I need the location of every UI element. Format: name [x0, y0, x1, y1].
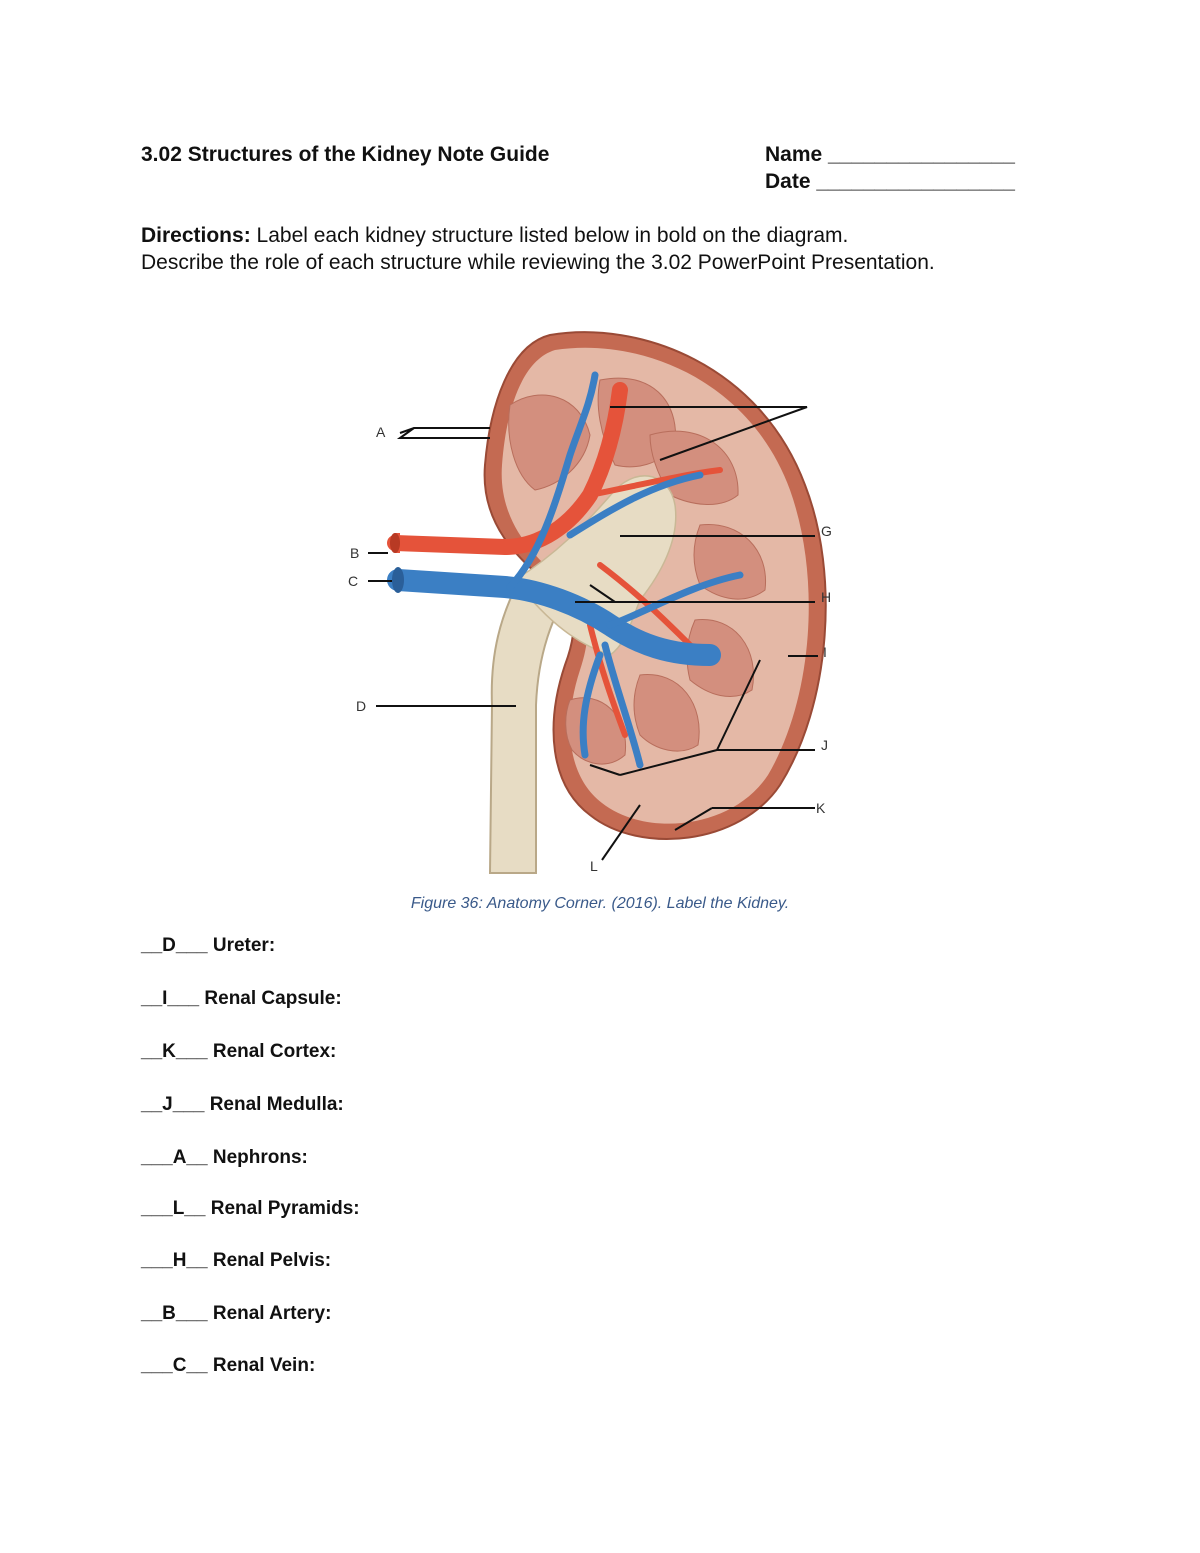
label-h: H — [821, 589, 831, 605]
term: Renal Medulla: — [209, 1094, 344, 1115]
term: Renal Artery: — [212, 1303, 332, 1324]
list-item: ___H__ Renal Pelvis: — [141, 1250, 331, 1272]
kidney-diagram: A B C D G H I J K L — [348, 331, 832, 874]
label-g: G — [821, 523, 832, 539]
answer-blank[interactable]: ___A__ — [141, 1147, 208, 1168]
label-k: K — [816, 800, 826, 816]
renal-pelvis — [513, 475, 677, 656]
directions-label: Directions: — [141, 224, 251, 247]
label-c: C — [348, 573, 358, 589]
renal-pyramids — [508, 377, 767, 765]
page-title: 3.02 Structures of the Kidney Note Guide — [141, 143, 550, 166]
list-item: __K___ Renal Cortex: — [141, 1041, 336, 1063]
term: Renal Pelvis: — [212, 1250, 332, 1271]
directions-line-1: Directions: Label each kidney structure … — [141, 224, 848, 248]
term: Renal Capsule: — [204, 988, 342, 1009]
list-item: ___C__ Renal Vein: — [141, 1355, 315, 1377]
answer-blank[interactable]: ___C__ — [141, 1355, 208, 1376]
answer-blank[interactable]: __B___ — [141, 1303, 208, 1324]
directions-text-1: Label each kidney structure listed below… — [256, 224, 849, 247]
list-item: __I___ Renal Capsule: — [141, 988, 342, 1010]
figure-caption: Figure 36: Anatomy Corner. (2016). Label… — [410, 895, 790, 912]
term: Renal Vein: — [212, 1355, 316, 1376]
list-item: ___L__ Renal Pyramids: — [141, 1198, 360, 1220]
answer-blank[interactable]: ___H__ — [141, 1250, 208, 1271]
answer-blank[interactable]: __K___ — [141, 1041, 208, 1062]
label-d: D — [356, 698, 366, 714]
label-i: I — [823, 644, 827, 660]
answer-blank[interactable]: ___L__ — [141, 1198, 206, 1219]
directions-line-2: Describe the role of each structure whil… — [141, 251, 935, 274]
term: Ureter: — [212, 935, 276, 956]
term: Nephrons: — [212, 1147, 308, 1168]
answer-blank[interactable]: __J___ — [141, 1094, 205, 1115]
list-item: __J___ Renal Medulla: — [141, 1094, 344, 1116]
label-l: L — [590, 858, 598, 874]
list-item: __B___ Renal Artery: — [141, 1303, 331, 1325]
term: Renal Cortex: — [212, 1041, 337, 1062]
name-field[interactable]: Name ________________ — [765, 143, 1015, 166]
answer-blank[interactable]: __D___ — [141, 935, 208, 956]
label-b: B — [350, 545, 359, 561]
date-field[interactable]: Date _________________ — [765, 170, 1015, 193]
label-j: J — [821, 737, 828, 753]
list-item: ___A__ Nephrons: — [141, 1147, 308, 1169]
leader-lines — [368, 406, 818, 861]
label-a: A — [376, 424, 386, 440]
term: Renal Pyramids: — [210, 1198, 360, 1219]
answer-blank[interactable]: __I___ — [141, 988, 200, 1009]
list-item: __D___ Ureter: — [141, 935, 275, 957]
